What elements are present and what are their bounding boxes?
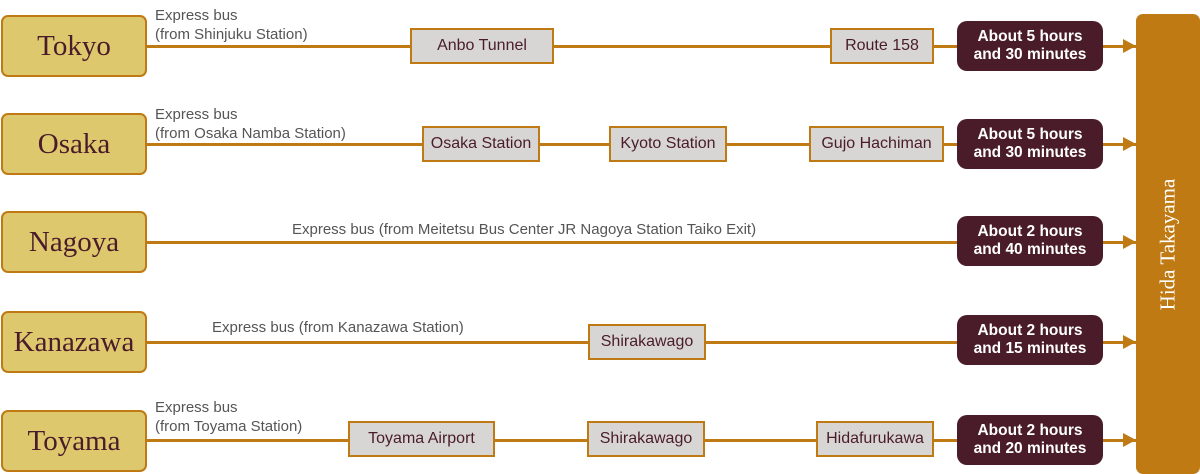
transport-mode-label: Express bus (from Meitetsu Bus Center JR… bbox=[292, 221, 757, 238]
transport-mode-label: Express bus (from Kanazawa Station) bbox=[212, 319, 464, 336]
duration-badge: About 5 hours and 30 minutes bbox=[957, 119, 1103, 169]
arrow-icon bbox=[1123, 433, 1136, 447]
route-line bbox=[147, 45, 1137, 48]
arrow-icon bbox=[1123, 137, 1136, 151]
transport-mode-label: Express bus (from Shinjuku Station) bbox=[155, 7, 308, 43]
arrow-icon bbox=[1123, 39, 1136, 53]
origin-box-toyama: Toyama bbox=[1, 410, 147, 472]
duration-badge: About 2 hours and 20 minutes bbox=[957, 415, 1103, 465]
route-line bbox=[147, 241, 1137, 244]
origin-box-kanazawa: Kanazawa bbox=[1, 311, 147, 373]
stop-box: Anbo Tunnel bbox=[410, 28, 554, 64]
transport-mode-label: Express bus (from Toyama Station) bbox=[155, 399, 303, 435]
arrow-icon bbox=[1123, 235, 1136, 249]
stop-box: Shirakawago bbox=[587, 421, 705, 457]
duration-badge: About 2 hours and 15 minutes bbox=[957, 315, 1103, 365]
duration-badge: About 5 hours and 30 minutes bbox=[957, 21, 1103, 71]
destination-box: Hida Takayama bbox=[1136, 14, 1200, 474]
stop-box: Shirakawago bbox=[588, 324, 706, 360]
origin-box-tokyo: Tokyo bbox=[1, 15, 147, 77]
origin-box-nagoya: Nagoya bbox=[1, 211, 147, 273]
stop-box: Hidafurukawa bbox=[816, 421, 934, 457]
stop-box: Route 158 bbox=[830, 28, 934, 64]
stop-box: Osaka Station bbox=[422, 126, 540, 162]
arrow-icon bbox=[1123, 335, 1136, 349]
destination-label: Hida Takayama bbox=[1155, 178, 1180, 310]
origin-box-osaka: Osaka bbox=[1, 113, 147, 175]
stop-box: Gujo Hachiman bbox=[809, 126, 944, 162]
duration-badge: About 2 hours and 40 minutes bbox=[957, 216, 1103, 266]
transport-mode-label: Express bus (from Osaka Namba Station) bbox=[155, 106, 346, 142]
stop-box: Toyama Airport bbox=[348, 421, 495, 457]
stop-box: Kyoto Station bbox=[609, 126, 727, 162]
